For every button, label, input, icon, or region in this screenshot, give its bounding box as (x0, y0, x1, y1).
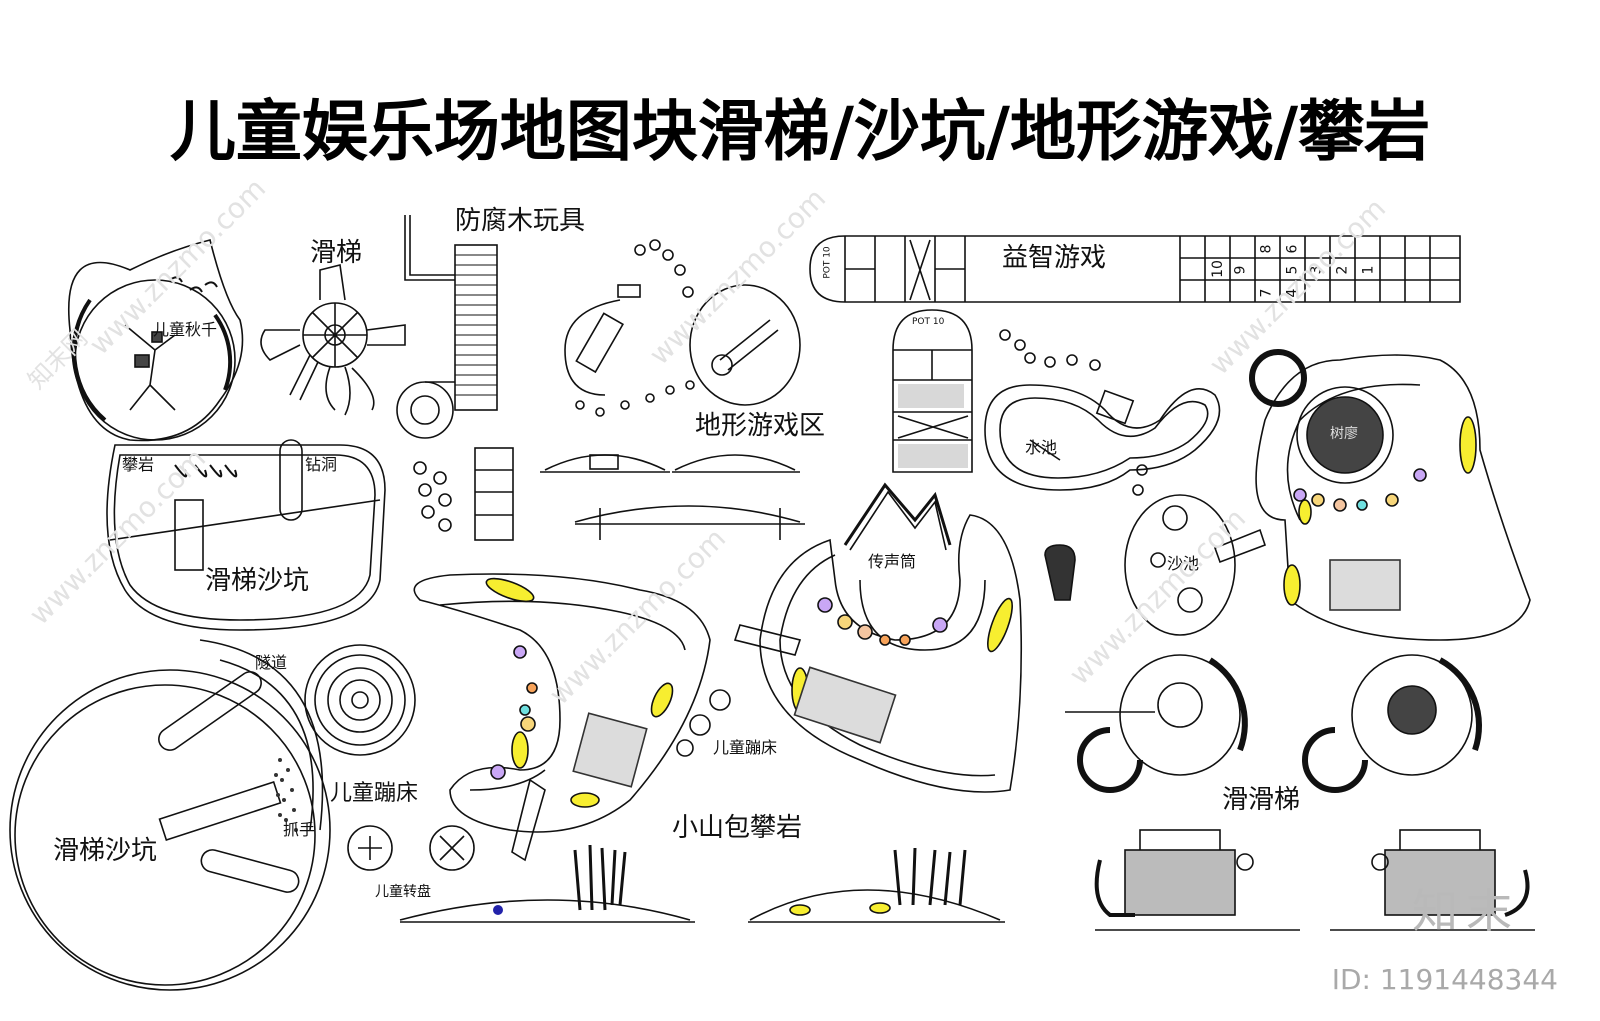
terrain-playground-right (1249, 349, 1531, 641)
label-slide: 滑梯 (310, 238, 363, 268)
pool (984, 329, 1221, 496)
hopscotch-pot-strip: POT 10 (822, 246, 833, 279)
swing-area (68, 239, 244, 442)
page-title: 儿童娱乐场地图块滑梯/沙坑/地形游戏/攀岩 (169, 93, 1431, 170)
sandpit (1124, 494, 1267, 636)
slide-sandpit-1 (106, 439, 386, 631)
watermark-image-id: ID: 1191448344 (1331, 963, 1558, 996)
label-wood-toys: 防腐木玩具 (455, 206, 586, 236)
hopscotch-num-6: 6 (1284, 244, 1301, 254)
hopscotch-num-1: 1 (1360, 265, 1377, 275)
label-double-slide: 滑滑梯 (1222, 785, 1301, 815)
turntables (347, 825, 475, 871)
label-climb-rock: 攀岩 (122, 455, 155, 474)
slide-pinwheel (260, 264, 406, 416)
hopscotch-num-9: 9 (1232, 265, 1249, 275)
label-grip: 抓手 (283, 820, 316, 839)
label-tunnel: 隧道 (255, 653, 288, 672)
label-drill-hole: 钻洞 (305, 455, 338, 474)
trampoline-rings (304, 644, 731, 757)
terrain-playground-center (733, 514, 1023, 793)
terrain-sections (540, 454, 805, 540)
hopscotch-pot-arch: POT 10 (912, 317, 945, 327)
label-puzzle-game: 益智游戏 (1002, 243, 1107, 273)
label-terrain-area: 地形游戏区 (695, 411, 826, 441)
label-slide-sandpit-2: 滑梯沙坑 (53, 836, 158, 866)
arch-hopscotch (892, 309, 973, 473)
label-tree-pool: 树廖 (1330, 426, 1358, 442)
hill-sections (399, 844, 1005, 923)
hopscotch-num-8: 8 (1258, 244, 1275, 254)
label-swing: 儿童秋千 (153, 320, 218, 339)
terrain-stepping (564, 239, 801, 417)
dot-grid (413, 447, 514, 541)
double-slide-plans (1065, 654, 1482, 793)
label-turntable: 儿童转盘 (375, 884, 431, 900)
label-hill-climb: 小山包攀岩 (672, 813, 803, 843)
hopscotch-num-10: 10 (1209, 260, 1226, 278)
label-pool: 水池 (1025, 438, 1058, 457)
hopscotch-strip (809, 235, 1461, 303)
slide-sandpit-2 (9, 639, 331, 991)
label-voice-tube: 传声筒 (868, 552, 917, 571)
voice-tube (843, 482, 1076, 601)
terrain-playground-left (413, 573, 711, 862)
watermark-brand-logo: 知末 (1412, 884, 1520, 938)
label-trampoline-1: 儿童蹦床 (330, 781, 419, 806)
label-trampoline-2: 儿童蹦床 (713, 738, 778, 757)
double-slide-elevations (1094, 829, 1535, 931)
wood-toy (396, 215, 498, 439)
label-slide-sandpit-1: 滑梯沙坑 (205, 566, 310, 596)
label-sandpit: 沙池 (1167, 554, 1200, 573)
